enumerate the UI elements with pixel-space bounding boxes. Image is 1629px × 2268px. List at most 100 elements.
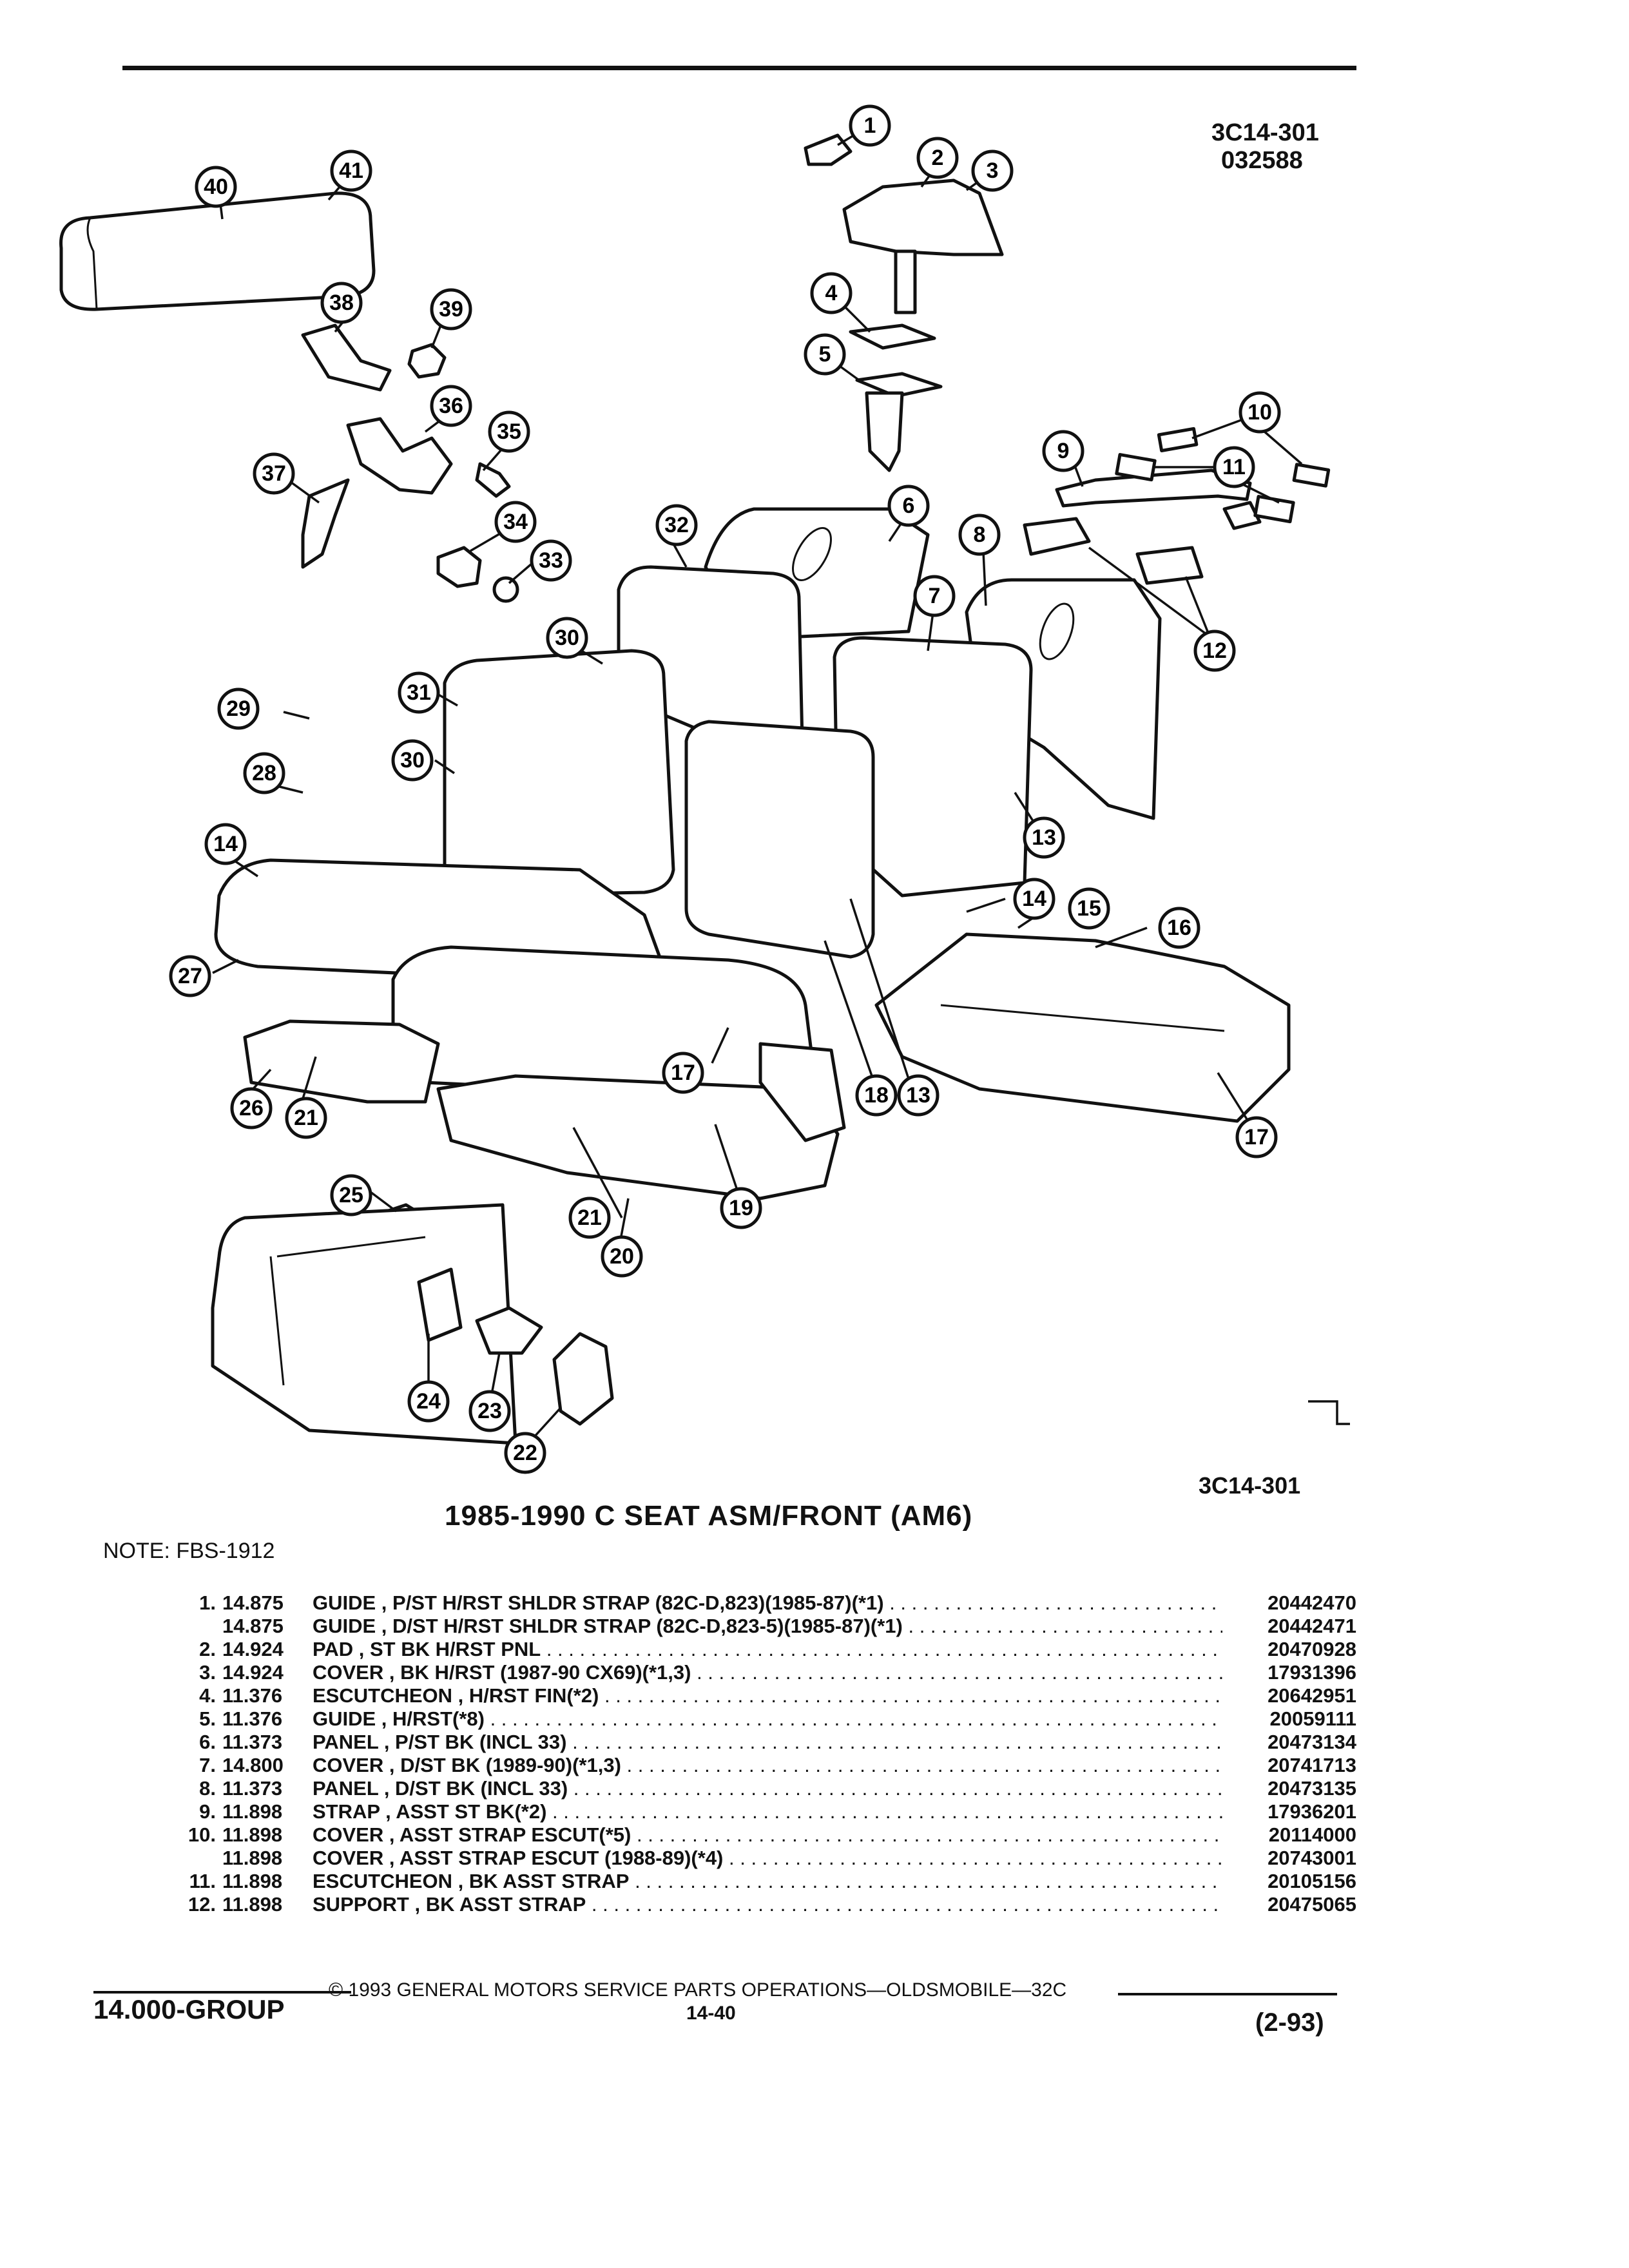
callout-15-label: 15	[1077, 896, 1101, 921]
callout-13b: 13	[897, 1074, 940, 1117]
callout-23: 23	[468, 1390, 511, 1432]
part-shapes	[59, 133, 1350, 1445]
part-description: GUIDE , D/ST H/RST SHLDR STRAP (82C-D,82…	[313, 1615, 1350, 1638]
callout-9-label: 9	[1057, 439, 1070, 463]
group-number: 14.924	[222, 1638, 284, 1660]
footer-group: 14.000-GROUP	[93, 1994, 285, 2024]
callouts: 1 2 3 4 5 6 7 8 9 10 11 12 13 13 14 14 1…	[169, 104, 1281, 1474]
callout-14b-label: 14	[1022, 887, 1046, 911]
top-rule	[122, 66, 1356, 70]
part-number: 20473135	[1222, 1777, 1356, 1800]
callout-36: 36	[430, 385, 472, 427]
callout-12: 12	[1193, 629, 1236, 672]
part-description: GUIDE , P/ST H/RST SHLDR STRAP (82C-D,82…	[313, 1591, 1350, 1615]
callout-6-label: 6	[903, 494, 915, 518]
item-number: 1.	[199, 1591, 216, 1614]
callout-38: 38	[320, 282, 363, 324]
callout-17b-label: 17	[1244, 1125, 1269, 1149]
callout-5: 5	[804, 333, 846, 376]
callout-29: 29	[217, 687, 260, 730]
item-number: 6.	[199, 1731, 216, 1753]
callout-38-label: 38	[329, 291, 354, 315]
figure-code: 3C14-301	[1211, 119, 1319, 146]
callout-40-label: 40	[204, 175, 228, 199]
callout-3: 3	[971, 149, 1014, 192]
callout-17b: 17	[1235, 1116, 1278, 1158]
callout-32: 32	[655, 504, 698, 546]
item-number: 4.	[199, 1684, 216, 1707]
page-title: 1985-1990 C SEAT ASM/FRONT (AM6)	[445, 1500, 973, 1532]
revision-date: (2-93)	[1255, 2008, 1324, 2037]
callout-22: 22	[504, 1432, 546, 1474]
part-number: 20743001	[1222, 1847, 1356, 1870]
callout-19-label: 19	[729, 1196, 753, 1220]
part-description: COVER , ASST STRAP ESCUT(*5)	[313, 1823, 1350, 1847]
part-number: 20442470	[1222, 1591, 1356, 1615]
item-number: 11.	[189, 1870, 216, 1892]
item-number: 2.	[199, 1638, 216, 1660]
part-description: STRAP , ASST ST BK(*2)	[313, 1800, 1350, 1823]
item-number: 5.	[199, 1707, 216, 1730]
callout-16: 16	[1158, 907, 1200, 949]
callout-34: 34	[494, 501, 537, 543]
callout-31-label: 31	[407, 680, 431, 705]
callout-26: 26	[230, 1087, 273, 1129]
callout-18: 18	[855, 1074, 898, 1117]
callout-21a-label: 21	[294, 1106, 318, 1130]
callout-41-label: 41	[339, 159, 363, 183]
table-row: 14.875 GUIDE , D/ST H/RST SHLDR STRAP (82…	[145, 1615, 1356, 1638]
callout-29-label: 29	[226, 697, 251, 721]
callout-35: 35	[488, 410, 530, 453]
callout-37: 37	[253, 452, 295, 495]
callout-30b-label: 30	[400, 748, 425, 773]
copyright: © 1993 GENERAL MOTORS SERVICE PARTS OPER…	[329, 1979, 1067, 2001]
callout-21b: 21	[568, 1196, 611, 1239]
footer-rule-right	[1118, 1993, 1337, 1995]
callout-36-label: 36	[439, 394, 463, 418]
callout-8: 8	[958, 514, 1001, 556]
item-number: 10.	[188, 1823, 216, 1846]
callout-33-label: 33	[539, 548, 563, 573]
callout-4: 4	[810, 272, 853, 314]
part-description: PANEL , D/ST BK (INCL 33)	[313, 1777, 1350, 1800]
callout-21b-label: 21	[577, 1206, 602, 1230]
figure-date: 032588	[1221, 147, 1303, 174]
part-number: 17936201	[1222, 1800, 1356, 1823]
callout-2: 2	[916, 137, 959, 179]
callout-23-label: 23	[477, 1399, 502, 1423]
group-number: 11.898	[222, 1893, 283, 1916]
callout-11: 11	[1213, 446, 1255, 488]
callout-7-label: 7	[929, 584, 941, 608]
part-description: COVER , D/ST BK (1989-90)(*1,3)	[313, 1754, 1350, 1777]
part-description: PAD , ST BK H/RST PNL	[313, 1638, 1350, 1661]
part-number: 20105156	[1222, 1870, 1356, 1893]
part-description: GUIDE , H/RST(*8)	[313, 1707, 1350, 1731]
group-number: 11.373	[222, 1777, 283, 1800]
callout-1-label: 1	[864, 113, 876, 138]
group-number: 14.875	[222, 1615, 284, 1637]
item-number: 7.	[199, 1754, 216, 1776]
parts-list: 1. 14.875 GUIDE , P/ST H/RST SHLDR STRAP (…	[145, 1591, 1356, 1916]
callout-20: 20	[601, 1235, 643, 1278]
callout-25-label: 25	[339, 1183, 363, 1207]
part-number: 17931396	[1222, 1661, 1356, 1684]
callout-27: 27	[169, 955, 211, 997]
item-number: 3.	[199, 1661, 216, 1684]
callout-25: 25	[330, 1174, 372, 1216]
part-number: 20442471	[1222, 1615, 1356, 1638]
callout-11-label: 11	[1222, 455, 1246, 479]
callout-10-label: 10	[1248, 400, 1272, 425]
callout-27-label: 27	[178, 964, 202, 988]
callout-13a-label: 13	[1032, 825, 1056, 850]
callout-4-label: 4	[825, 281, 838, 305]
callout-9: 9	[1042, 430, 1084, 472]
